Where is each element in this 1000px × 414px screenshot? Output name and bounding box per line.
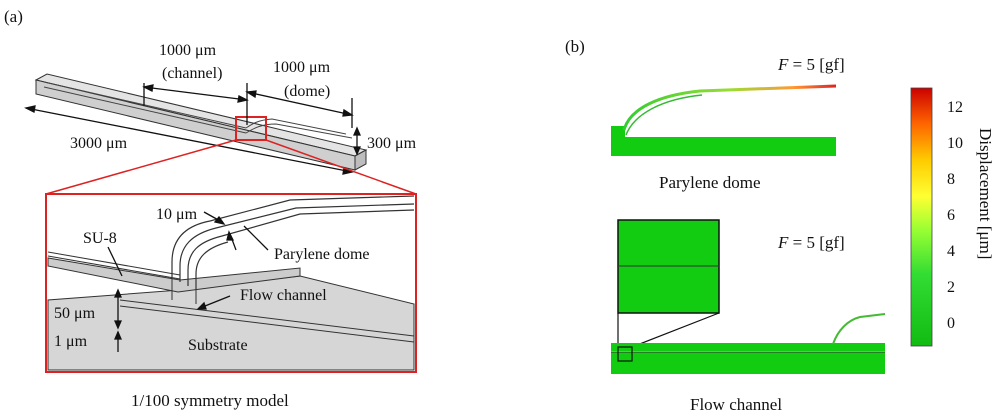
dim-dome-value: 1000 μm	[273, 59, 331, 76]
inset-flow-channel: Flow channel	[240, 287, 327, 304]
dome-deformation-plot	[611, 84, 837, 156]
colorbar-ticks: 12 10 8 6 4 2 0	[947, 99, 963, 332]
inset-view: SU-8 10 μm Parylene dome Flow channel 50…	[45, 193, 417, 373]
colorbar-tick-label: 4	[947, 243, 955, 260]
force-label-bottom: F = 5 [gf]	[777, 233, 845, 252]
inset-thickness-dome: 10 μm	[156, 206, 198, 223]
channel-deformation-plot	[611, 219, 886, 374]
caption-a: 1/100 symmetry model	[131, 391, 289, 410]
zoom-box	[235, 116, 267, 141]
inset-substrate: Substrate	[188, 337, 248, 354]
inset-su8: SU-8	[83, 230, 117, 247]
colorbar-tick-label: 10	[947, 135, 963, 152]
dim-length: 3000 μm	[70, 135, 128, 152]
force-label-top: F = 5 [gf]	[777, 55, 845, 74]
inset-gap-50: 50 μm	[54, 305, 96, 322]
panel-b: (b) F = 5 [gf] Parylene dome F = 5 [gf] …	[565, 37, 995, 414]
colorbar-tick-label: 0	[947, 315, 955, 332]
colorbar-title: Displacement [μm]	[976, 128, 995, 259]
dim-channel-value: 1000 μm	[159, 42, 217, 59]
colorbar-tick-label: 12	[947, 99, 963, 116]
panel-b-label: (b)	[565, 37, 585, 56]
colorbar-tick-label: 6	[947, 207, 955, 224]
colorbar-tick-label: 2	[947, 279, 955, 296]
callout-line-left	[45, 139, 237, 195]
callout-line-right	[265, 139, 417, 195]
panel-a-label: (a)	[4, 7, 23, 26]
panel-a: (a)	[4, 7, 417, 410]
dimensions	[24, 83, 361, 175]
overview-model	[34, 73, 368, 171]
dim-channel-name: (channel)	[162, 65, 222, 82]
inset-parylene-dome: Parylene dome	[274, 246, 370, 263]
colorbar-gradient	[910, 87, 933, 347]
caption-b-bottom: Flow channel	[690, 395, 782, 414]
colorbar: 12 10 8 6 4 2 0 Displacement [μm]	[910, 87, 995, 347]
dim-height: 300 μm	[367, 135, 417, 152]
inset-gap-1: 1 μm	[54, 333, 88, 350]
channel-zoom-marker	[617, 346, 633, 362]
caption-b-top: Parylene dome	[659, 173, 761, 192]
dim-dome-name: (dome)	[284, 83, 330, 100]
colorbar-tick-label: 8	[947, 171, 955, 188]
